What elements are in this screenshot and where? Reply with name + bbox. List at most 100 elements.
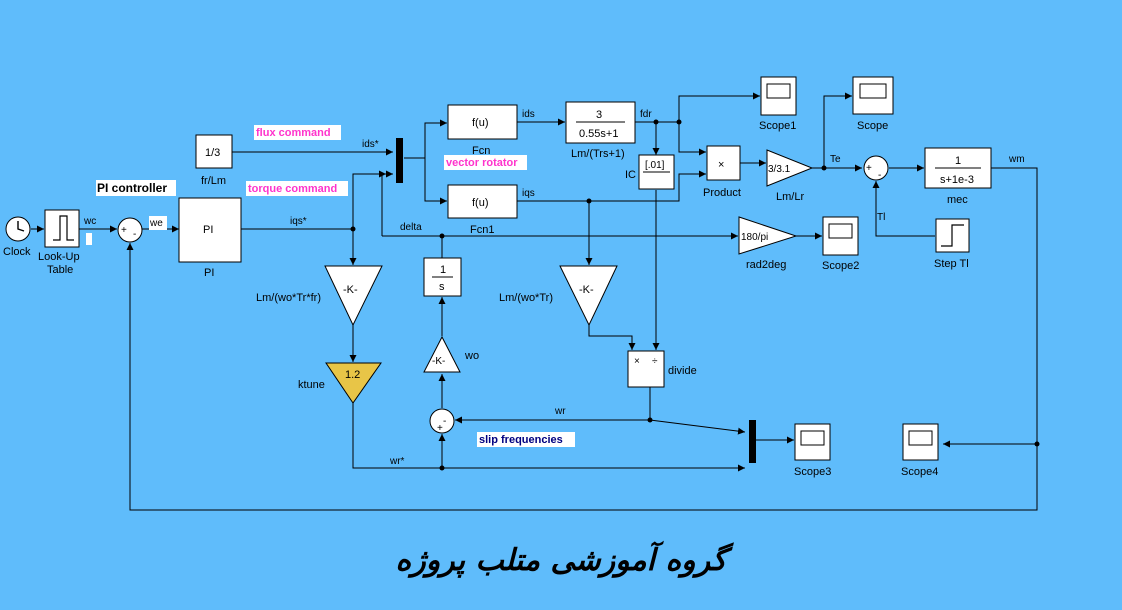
mec-block[interactable]: 1 s+1e-3 mec [924,147,992,206]
lookup-label-2: Table [47,264,73,276]
signal-te: Te [830,154,841,165]
junction-dots [350,119,1040,471]
signal-tl: Tl [877,212,885,223]
step-tl-block[interactable]: Step Tl [934,218,970,270]
lookup-highlight [86,233,92,245]
divide-name: divide [668,365,697,377]
ic-inner: [.01] [645,160,665,171]
pulse-icon [53,215,74,241]
signal-wm: wm [1008,154,1025,165]
sum3-block[interactable]: - + [429,408,455,434]
signal-we: we [149,218,163,229]
rotor-flux-tf-block[interactable]: 3 0.55s+1 Lm/(Trs+1) [565,101,636,160]
divide-block[interactable]: × ÷ divide [627,350,697,388]
sum3-minus: - [443,416,446,427]
ktune-block[interactable]: 1.2 ktune [298,362,382,404]
lookup-table-block[interactable]: Look-Up Table [38,209,80,276]
scope3-name: Scope3 [794,466,831,478]
sum2-plus: + [866,163,872,174]
footer-title: گروه آموزشی متلب پروژه [395,540,734,578]
scope1-name: Scope1 [759,120,796,132]
gain-wo-inner: -K- [432,356,445,367]
product-name: Product [703,187,741,199]
divide-mult: × [634,356,640,367]
pi-name: PI [204,267,214,279]
step-tl-name: Step Tl [934,258,969,270]
signal-wr-star: wr* [389,456,405,467]
scope-block[interactable]: Scope [852,76,894,132]
scope-screen-icon [859,83,887,99]
signal-wc: wc [83,216,96,227]
scope-name: Scope [857,120,888,132]
product-block[interactable]: × Product [703,145,741,199]
sum2-minus: - [878,170,881,181]
gain-k2-inner: -K- [579,284,594,296]
gain-lm-lr-name: Lm/Lr [776,191,804,203]
pi-block[interactable]: PI PI [178,197,242,279]
signal-delta: delta [400,222,422,233]
integrator-block[interactable]: 1 s [423,257,462,297]
scope1-block[interactable]: Scope1 [759,76,797,132]
divide-div: ÷ [652,356,658,367]
mux1-block[interactable] [396,138,403,183]
we-label-bg [149,216,167,230]
ktune-inner: 1.2 [345,369,360,381]
product-inner: × [718,159,724,171]
flux-command-note: flux command [256,127,331,139]
gain-wo-block[interactable]: -K- wo [423,335,479,373]
scope1-screen-icon [766,83,791,99]
gain-lm-lr-block[interactable]: 3/3.1 Lm/Lr [766,149,814,203]
fcn-inner: f(u) [472,117,489,129]
rad2deg-inner: 180/pi [741,232,768,243]
gain-k1-name: Lm/(wo*Tr*fr) [256,292,321,304]
gain-wo-name: wo [464,350,479,362]
clock-icon [17,221,25,232]
sum1-block[interactable]: + - [117,217,143,243]
lookup-label-1: Look-Up [38,251,80,263]
sum1-plus: + [121,225,127,236]
mec-name: mec [947,194,968,206]
fcn1-block[interactable]: f(u) Fcn1 [447,184,518,236]
mec-num: 1 [955,155,961,167]
ic-block[interactable]: [.01] IC [625,154,675,190]
signal-ids-star: ids* [362,139,379,150]
slip-frequencies-bg [477,432,575,447]
gain-k1-block[interactable]: -K- Lm/(wo*Tr*fr) [256,265,383,327]
scope3-screen-icon [800,430,825,446]
ktune-name: ktune [298,379,325,391]
fr-lm-gain-block[interactable]: 1/3 fr/Lm [195,134,233,187]
scope4-block[interactable]: Scope4 [901,423,939,478]
ic-name: IC [625,169,636,181]
integ-num: 1 [440,264,446,276]
slip-frequencies-note: slip frequencies [479,434,563,446]
step-icon [941,224,964,247]
torque-command-bg [246,181,348,196]
clock-label: Clock [3,246,31,258]
signal-iqs-star: iqs* [290,216,307,227]
sum1-minus: - [133,229,136,240]
pi-inner: PI [203,224,213,236]
fcn1-name: Fcn1 [470,224,494,236]
mux2-block[interactable] [749,420,756,463]
sum3-plus: + [437,423,443,434]
scope2-block[interactable]: Scope2 [822,216,859,272]
gain-k1-inner: -K- [343,284,358,296]
tf1-num: 3 [596,109,602,121]
signal-iqs: iqs [522,188,535,199]
tf1-name: Lm/(Trs+1) [571,148,625,160]
fr-lm-inner: 1/3 [205,147,220,159]
fr-lm-name: fr/Lm [201,175,226,187]
clock-block[interactable]: Clock [3,216,31,258]
rad2deg-block[interactable]: 180/pi rad2deg [738,216,798,271]
gain-k2-block[interactable]: -K- Lm/(wo*Tr) [499,265,618,327]
gain-lm-lr-inner: 3/3.1 [768,164,791,175]
scope3-block[interactable]: Scope3 [794,423,831,478]
scope2-screen-icon [828,223,853,239]
signal-ids: ids [522,109,535,120]
scope2-name: Scope2 [822,260,859,272]
gain-k2-name: Lm/(wo*Tr) [499,292,553,304]
vector-rotator-bg [444,155,527,170]
sum2-block[interactable]: + - [863,155,889,181]
fcn-block[interactable]: f(u) Fcn [447,104,518,157]
